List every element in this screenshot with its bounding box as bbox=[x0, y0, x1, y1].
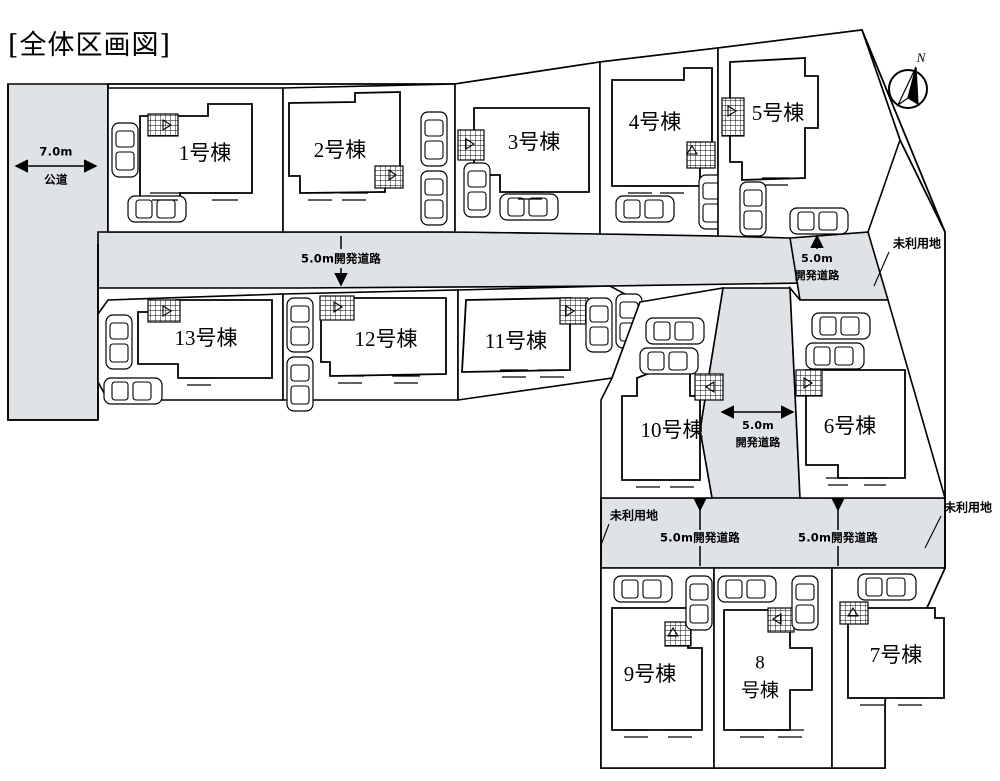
dim-dev-northeast: 5.0m 開発道路 bbox=[795, 234, 841, 282]
dim-dev-bottom-right: 5.0m開発道路 bbox=[798, 498, 878, 566]
page-title: [全体区画図] bbox=[8, 30, 172, 61]
road-dev-ne-width: 5.0m bbox=[801, 252, 833, 265]
road-dev-bottom-left-label: 5.0m開発道路 bbox=[660, 531, 740, 545]
lot-5-car-1 bbox=[739, 181, 767, 237]
lot-7-car-1 bbox=[857, 573, 917, 601]
lot-10-entrance-hatch bbox=[694, 373, 724, 401]
lot-5-car-2 bbox=[789, 207, 849, 235]
lot-7-entrance-hatch bbox=[839, 601, 869, 625]
lot-10-car-1 bbox=[645, 317, 705, 345]
road-dev-northeast bbox=[789, 231, 890, 301]
lot-6-entrance-hatch bbox=[795, 369, 823, 397]
lot-2[interactable]: 2号棟 bbox=[282, 83, 456, 233]
road-dev-main-top bbox=[97, 231, 869, 289]
lot-6-car-1 bbox=[811, 312, 871, 340]
lot-9-car-1 bbox=[613, 575, 673, 603]
lot-8-label-line2: 号棟 bbox=[741, 679, 779, 701]
lot-4-label: 4号棟 bbox=[629, 110, 682, 134]
lot-11-house bbox=[461, 297, 571, 373]
annotation-unused-land-ne: 未利用地 bbox=[873, 236, 941, 287]
lot-12-car-2 bbox=[286, 356, 314, 412]
lot-5[interactable]: 5号棟 bbox=[717, 29, 901, 239]
dim-public-west: 7.0m 公道 bbox=[14, 145, 98, 187]
lot-3-label: 3号棟 bbox=[508, 130, 561, 154]
car-b bbox=[420, 170, 448, 226]
road-public-west bbox=[7, 83, 109, 421]
lot-13-label: 13号棟 bbox=[175, 326, 238, 350]
lot-3-car-2 bbox=[499, 193, 559, 221]
dim-dev-middle: 5.0m 開発道路 bbox=[720, 405, 795, 449]
lot-6-car-2 bbox=[805, 342, 865, 370]
lot-8-label-line1: 8 bbox=[755, 652, 765, 673]
compass-rose: N bbox=[888, 50, 928, 109]
lot-13[interactable]: 13号棟 bbox=[97, 293, 284, 405]
unused-land-sw-label: 未利用地 bbox=[609, 508, 658, 523]
lot-4[interactable]: 4号棟 bbox=[599, 47, 726, 237]
lot-13-car-1 bbox=[105, 314, 133, 370]
lot-11-car-1 bbox=[585, 297, 613, 353]
lot-3[interactable]: 3号棟 bbox=[454, 61, 601, 235]
road-dev-mid-type: 開発道路 bbox=[736, 435, 782, 449]
road-dev-bottom-right-label: 5.0m開発道路 bbox=[798, 531, 878, 545]
dim-dev-bottom-left: 5.0m開発道路 bbox=[660, 498, 740, 566]
road-public-west-width: 7.0m bbox=[39, 145, 72, 159]
dim-dev-main-top: 5.0m開発道路 bbox=[301, 236, 381, 287]
car-a bbox=[420, 111, 448, 167]
road-dev-mid-width: 5.0m bbox=[742, 419, 774, 432]
annotation-unused-land-se: 未利用地 bbox=[924, 500, 992, 549]
lot-9-label: 9号棟 bbox=[624, 662, 677, 686]
lot-11-label: 11号棟 bbox=[485, 329, 547, 353]
lot-1[interactable]: 1号棟 bbox=[107, 87, 284, 233]
road-public-west-type: 公道 bbox=[44, 173, 68, 187]
lot-12-entrance-hatch bbox=[319, 295, 355, 321]
lot-5-house bbox=[729, 57, 819, 181]
lot-9[interactable]: 9号棟 bbox=[600, 567, 715, 769]
lot-5-entrance-hatch bbox=[721, 97, 745, 137]
annotation-unused-land-sw: 未利用地 bbox=[600, 508, 658, 546]
lot-12-car-1 bbox=[286, 297, 314, 353]
lot-5-label: 5号棟 bbox=[752, 101, 805, 125]
lot-7-house bbox=[847, 607, 945, 699]
parking-strip-2-3 bbox=[420, 111, 448, 226]
lot-12-label: 12号棟 bbox=[355, 327, 418, 351]
lot-10-label: 10号棟 bbox=[641, 418, 704, 442]
unused-land-ne-label: 未利用地 bbox=[892, 236, 941, 251]
road-dev-ne-type: 開発道路 bbox=[795, 268, 841, 282]
lot-3-entrance-hatch bbox=[457, 129, 485, 161]
lot-13-car-2 bbox=[103, 377, 163, 405]
lot-7-label: 7号棟 bbox=[870, 643, 923, 667]
lot-8[interactable]: 8 号棟 bbox=[713, 567, 833, 769]
lot-4-entrance-hatch bbox=[686, 141, 716, 169]
lot-1-car-1 bbox=[111, 122, 139, 178]
unused-land-se-label: 未利用地 bbox=[943, 500, 992, 515]
lot-8-car-2 bbox=[791, 575, 819, 631]
lot-10[interactable]: 10号棟 bbox=[600, 287, 724, 499]
lot-6[interactable]: 6号棟 bbox=[789, 285, 947, 499]
lot-8-car-1 bbox=[717, 575, 777, 603]
lot-3-car-1 bbox=[463, 162, 491, 218]
lot-1-label: 1号棟 bbox=[179, 141, 232, 165]
compass-north-label: N bbox=[916, 50, 927, 65]
lot-10-car-2 bbox=[639, 347, 699, 375]
lot-4-car-1 bbox=[615, 195, 675, 223]
lot-9-car-2 bbox=[685, 575, 713, 631]
lot-7[interactable]: 7号棟 bbox=[831, 567, 947, 769]
lot-2-label: 2号棟 bbox=[314, 138, 367, 162]
lot-12[interactable]: 12号棟 bbox=[282, 289, 459, 412]
lot-6-label: 6号棟 bbox=[824, 414, 877, 438]
lot-1-car-2 bbox=[127, 195, 187, 223]
road-dev-main-top-label: 5.0m開発道路 bbox=[301, 252, 381, 266]
lot-13-entrance-hatch bbox=[147, 299, 181, 323]
